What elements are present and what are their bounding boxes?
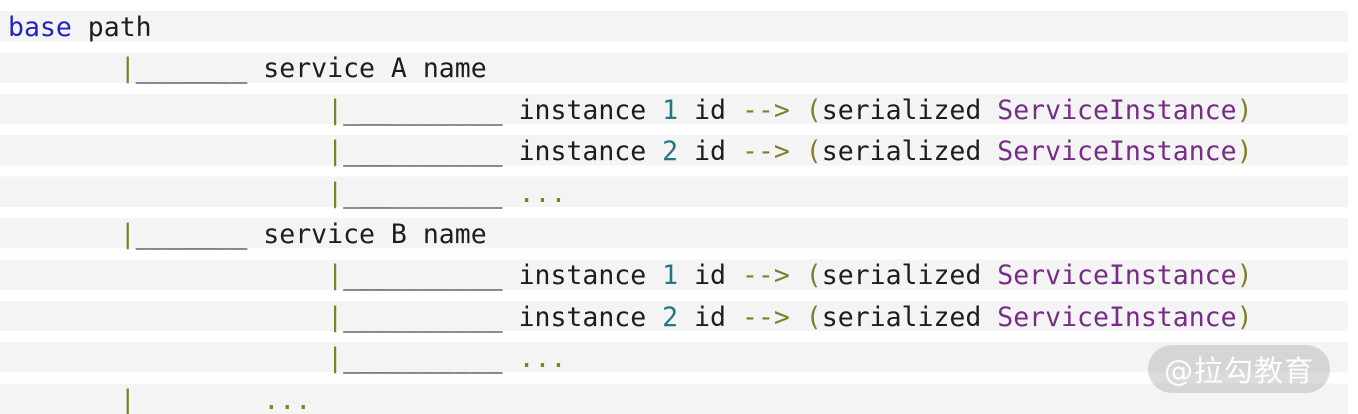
token: ServiceInstance (997, 136, 1237, 168)
token: __________ (343, 94, 503, 126)
token: serialized (821, 94, 998, 126)
token: | (119, 384, 136, 414)
watermark-text: @拉勾教育 (1163, 354, 1314, 388)
token: --> (741, 136, 790, 168)
token: ) (1236, 260, 1253, 292)
token (8, 260, 327, 291)
token: __________ (343, 136, 503, 168)
token: | (327, 94, 344, 126)
token: __________ (343, 343, 503, 375)
token: --> (741, 301, 790, 333)
token: service A name (247, 53, 487, 85)
code-line-1: base path (8, 7, 1348, 48)
code-line-2: |_______ service A name (8, 48, 1348, 89)
token (790, 136, 806, 167)
token: ServiceInstance (997, 260, 1237, 292)
token: ServiceInstance (997, 301, 1237, 333)
token: __________ (343, 260, 503, 292)
token: | (327, 177, 344, 209)
token (503, 178, 519, 209)
token: __________ (343, 177, 503, 209)
token (8, 136, 327, 167)
token: instance (502, 260, 663, 292)
token: path (71, 12, 152, 43)
token: | (327, 343, 344, 375)
token (790, 95, 806, 126)
token: ) (1236, 94, 1253, 126)
watermark-badge: @拉勾教育 (1148, 345, 1330, 393)
token (503, 343, 519, 374)
token (790, 302, 806, 333)
token: instance (502, 301, 663, 333)
token: ( (805, 260, 822, 292)
token: 1 (662, 260, 679, 292)
token: 2 (662, 301, 679, 333)
token: id (678, 260, 742, 292)
token: id (678, 301, 742, 333)
token: ... (518, 343, 567, 375)
token: | (119, 218, 136, 250)
token: ServiceInstance (997, 94, 1237, 126)
token: __________ (343, 301, 503, 333)
token: 2 (662, 136, 679, 168)
token: _______ (135, 384, 248, 414)
token (8, 178, 327, 209)
token (8, 219, 120, 250)
token: | (327, 301, 344, 333)
token: base (8, 12, 72, 43)
token (8, 343, 327, 374)
token: --> (741, 260, 790, 292)
token: _______ (135, 53, 248, 85)
token: | (119, 53, 136, 85)
code-line-5: |__________ ... (8, 173, 1348, 214)
code-line-7: |__________ instance 1 id --> (serialize… (8, 255, 1348, 296)
token: serialized (821, 260, 998, 292)
token: ( (805, 136, 822, 168)
token: id (678, 136, 742, 168)
token: ) (1236, 136, 1253, 168)
token (8, 385, 120, 414)
token: ... (518, 177, 567, 209)
code-line-3: |__________ instance 1 id --> (serialize… (8, 90, 1348, 131)
token: instance (502, 94, 663, 126)
token: ( (805, 94, 822, 126)
code-line-6: |_______ service B name (8, 214, 1348, 255)
token: ( (805, 301, 822, 333)
token (8, 302, 327, 333)
token (8, 53, 120, 84)
code-line-9: |__________ ... (8, 338, 1348, 379)
code-line-8: |__________ instance 2 id --> (serialize… (8, 297, 1348, 338)
token (8, 95, 327, 126)
token: _______ (135, 218, 248, 250)
token: ... (263, 384, 312, 414)
token: serialized (821, 301, 998, 333)
token: id (678, 94, 742, 126)
token: instance (502, 136, 663, 168)
token: | (327, 136, 344, 168)
token: ) (1236, 301, 1253, 333)
code-line-10: |_______ ... (8, 380, 1348, 414)
token (790, 260, 806, 291)
token (247, 385, 263, 414)
code-line-4: |__________ instance 2 id --> (serialize… (8, 131, 1348, 172)
token: service B name (247, 218, 487, 250)
token: --> (741, 94, 790, 126)
token: 1 (662, 94, 679, 126)
token: serialized (821, 136, 998, 168)
token: | (327, 260, 344, 292)
